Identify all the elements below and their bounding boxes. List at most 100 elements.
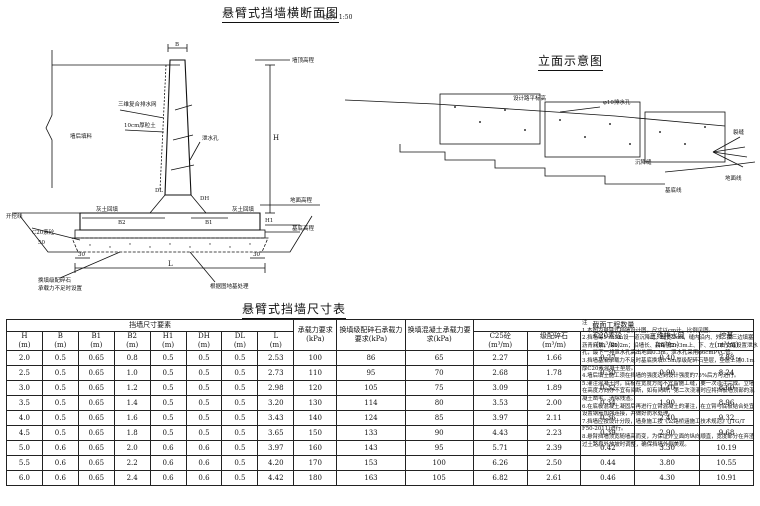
table-cell: 1.6: [113, 410, 151, 426]
table-cell: 3.97: [472, 410, 528, 426]
label-DH: DH: [200, 196, 209, 202]
label-settlement-joint: 沉降缝: [635, 158, 652, 166]
concrete-pad: [74, 229, 266, 239]
table-cell: 10.91: [698, 470, 755, 486]
table-cell: 2.98: [257, 380, 295, 396]
table-cell: 2.27: [472, 350, 528, 366]
label-base-treatment: 根据图地基处理: [210, 282, 249, 290]
backfill-boundary: [45, 50, 53, 188]
table-cell: 2.0: [113, 440, 151, 456]
column-header-h: H(m): [6, 331, 43, 351]
qty-column-header: 级配碎石(m³/m): [526, 331, 582, 351]
table-cell: 1.8: [113, 425, 151, 441]
elevation-top-line: [345, 99, 726, 127]
elevation-title: 立面示意图: [538, 52, 604, 71]
table-cell: 2.2: [113, 455, 151, 471]
table-cell: 0.5: [149, 395, 187, 411]
column-header-dh: DH(m): [185, 331, 223, 351]
label-soil-left: 灰土回填: [96, 205, 119, 213]
table-cell: 1.89: [526, 380, 582, 396]
elevation-drawing: 设计路平标高 φ10排水孔 沉降缝 基底线 裂缝 地面线: [345, 93, 756, 194]
column-header-b: B(m): [41, 331, 79, 351]
table-cell: 90: [404, 425, 474, 441]
qty-column-header: C25砼(m³/m): [472, 331, 528, 351]
table-cell: 100: [293, 350, 338, 366]
notes-heading: 注: [582, 320, 588, 326]
table-cell: 10.55: [698, 455, 755, 471]
table-cell: 6.26: [472, 455, 528, 471]
label-B2: B2: [118, 220, 126, 226]
note-item: 3.挡墙基底承载力不足时基底换填0.5m厚级配碎石垫层，垫层上铺0.1m厚C20…: [582, 357, 755, 372]
table-cell: 0.5: [221, 440, 259, 456]
table-cell: 0.6: [185, 440, 223, 456]
table-cell: 4.20: [257, 455, 295, 471]
table-cell: 75: [404, 380, 474, 396]
table-cell: 4.42: [257, 470, 295, 486]
table-cell: 170: [293, 455, 338, 471]
table-cell: 0.5: [221, 470, 259, 486]
table-cell: 95: [336, 365, 406, 381]
table-cell: 0.5: [221, 425, 259, 441]
table-cell: 105: [336, 380, 406, 396]
label-drainage: 三维复合排水网: [118, 100, 157, 108]
cross-section-drawing: B 墙顶高程 墙后填料 三维复合排水网 10cm厚粒土 泄水孔 H 地面高程 开…: [6, 42, 320, 292]
table-cell: 2.00: [526, 395, 582, 411]
table-cell: 0.5: [185, 380, 223, 396]
label-excavation: 开挖线: [6, 212, 23, 220]
table-cell: 100: [404, 455, 474, 471]
table-cell: 0.5: [221, 455, 259, 471]
label-base-level: 基底高程: [292, 224, 315, 232]
table-cell: 2.4: [113, 470, 151, 486]
table-cell: 0.5: [41, 365, 79, 381]
table-cell: 80: [404, 395, 474, 411]
wall-footing: [79, 212, 261, 231]
table-cell: 5.5: [6, 455, 43, 471]
table-cell: 3.0: [6, 380, 43, 396]
label-weep: 泄水孔: [202, 134, 219, 142]
table-cell: 2.50: [526, 455, 582, 471]
table-cell: 5.0: [6, 440, 43, 456]
table-cell: 0.5: [149, 350, 187, 366]
table-cell: 133: [336, 425, 406, 441]
table-cell: 0.5: [221, 410, 259, 426]
table-cell: 0.5: [185, 395, 223, 411]
label-gravel-base: 换填级配碎石: [38, 276, 72, 284]
excavation-slope: [19, 215, 80, 253]
table-cell: 95: [404, 440, 474, 456]
table-cell: 0.44: [580, 455, 636, 471]
label-capacity: 承载力不足时设置: [38, 284, 83, 292]
panel-2: [544, 101, 641, 158]
table-cell: 0.8: [113, 350, 151, 366]
table-cell: 0.65: [77, 425, 115, 441]
table-cell: 3.65: [257, 425, 295, 441]
group-cement-cap: 换填混凝土承载力要求(kPa): [404, 319, 474, 351]
table-cell: 1.66: [526, 350, 582, 366]
table-cell: 180: [293, 470, 338, 486]
excavation-slope-right: [260, 215, 313, 253]
table-cell: 0.5: [41, 380, 79, 396]
note-item: 6.在底板混凝土凝固后再进行立臂混凝土的灌注，在立臂与底板结合处宜设置钢筋加强连…: [582, 403, 755, 418]
table-cell: 65: [404, 350, 474, 366]
label-base-line: 基底线: [665, 186, 682, 194]
note-item: 1.本图为悬臂式挡墙设计图，尺寸以cm计，比例见图。: [582, 327, 714, 334]
table-cell: 0.65: [77, 455, 115, 471]
table-cell: 0.65: [77, 350, 115, 366]
table-cell: 2.5: [6, 365, 43, 381]
table-cell: 0.5: [41, 425, 79, 441]
table-cell: 0.5: [149, 380, 187, 396]
wall-stem: [164, 59, 192, 196]
table-cell: 86: [336, 350, 406, 366]
label-50: 50: [38, 240, 45, 246]
table-cell: 70: [404, 365, 474, 381]
table-cell: 0.6: [41, 440, 79, 456]
table-group-header: 挡墙尺寸要素 承载力要求(kPa) 换填级配碎石承载力要求(kPa) 换填混凝土…: [5, 319, 755, 351]
table-cell: 0.6: [149, 470, 187, 486]
table-cell: 2.53: [257, 350, 295, 366]
table-cell: 0.5: [221, 380, 259, 396]
table-cell: 0.6: [185, 455, 223, 471]
table-cell: 143: [336, 440, 406, 456]
table-cell: 4.43: [472, 425, 528, 441]
